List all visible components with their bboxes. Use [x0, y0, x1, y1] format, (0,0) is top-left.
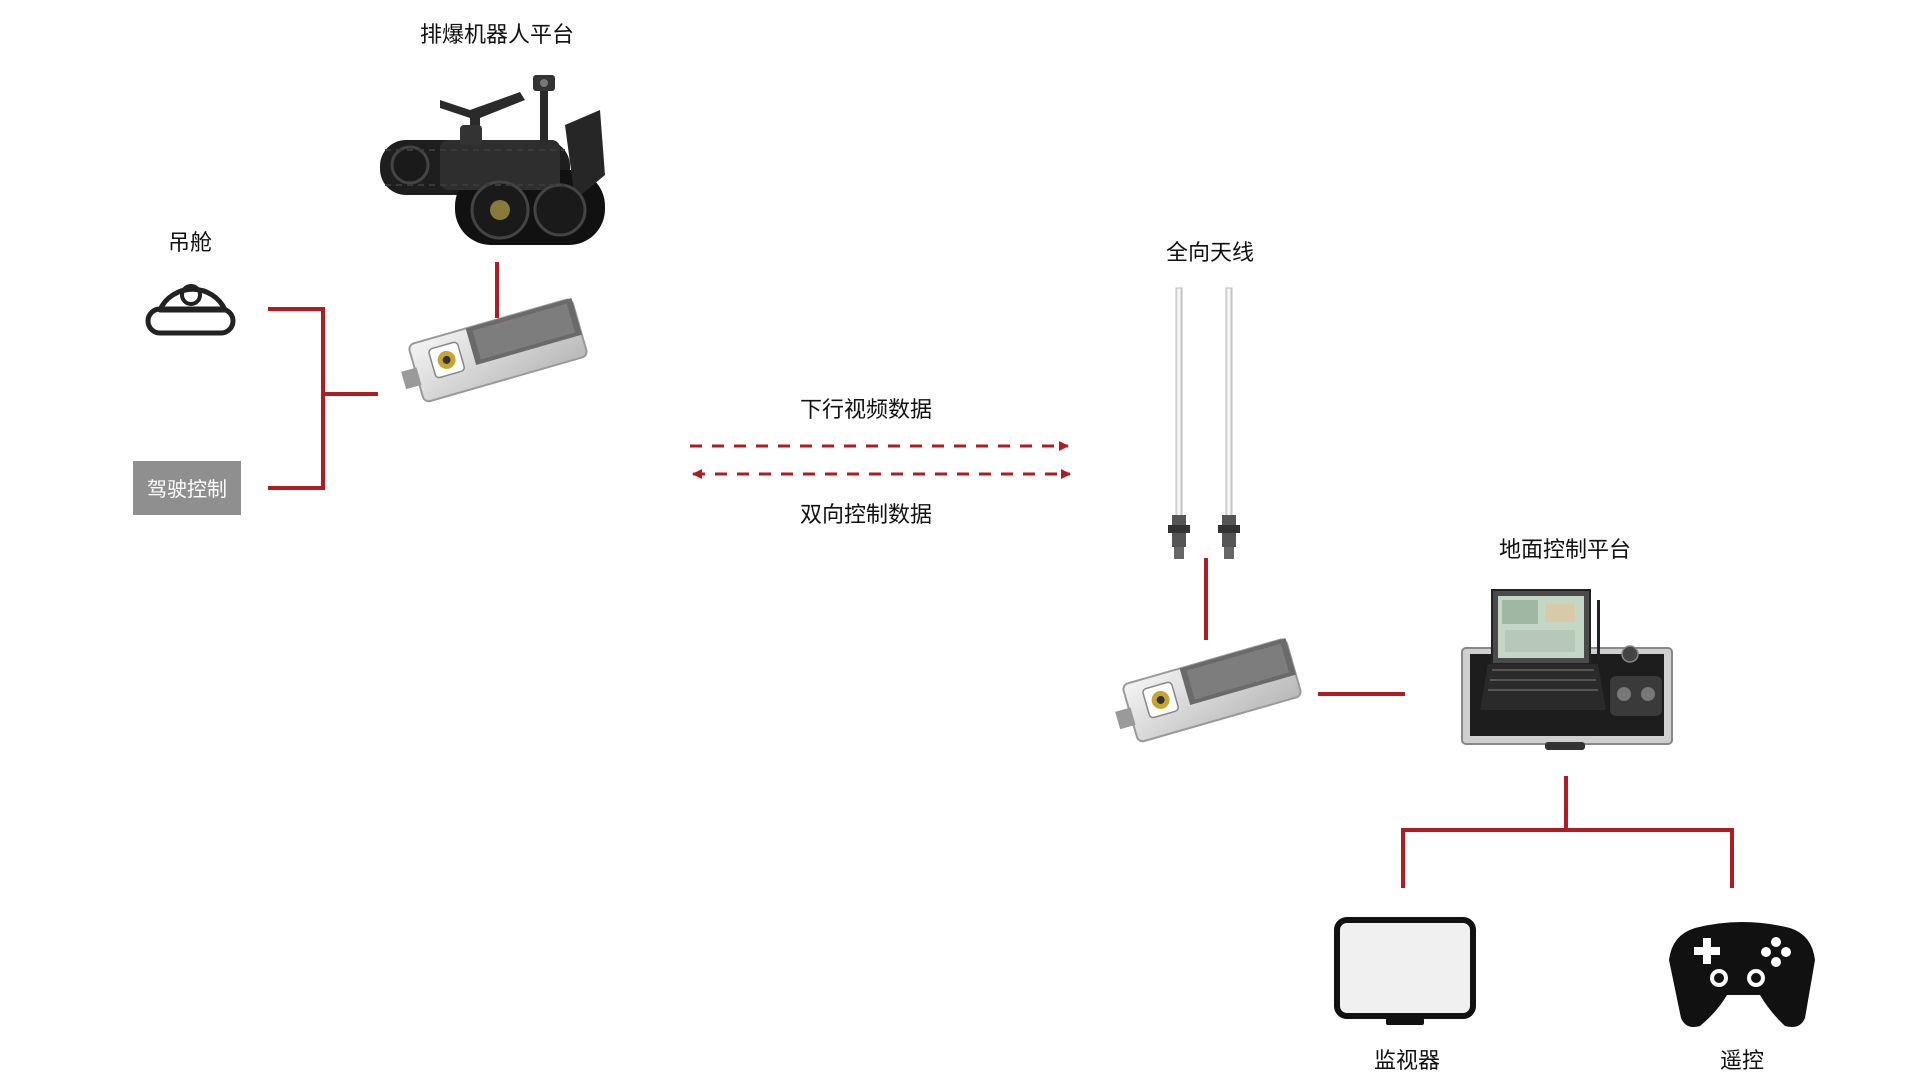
radio-module-icon	[401, 298, 588, 403]
drive-control-label: 驾驶控制	[147, 477, 227, 501]
omni-antenna-label: 全向天线	[1166, 241, 1254, 266]
monitor-label: 监视器	[1374, 1049, 1440, 1074]
bidirectional-control-label: 双向控制数据	[800, 503, 932, 528]
monitor-icon	[1334, 917, 1476, 1025]
dome-camera-icon	[145, 284, 236, 336]
antenna-icon	[1218, 287, 1240, 559]
gimbal-label: 吊舱	[168, 231, 212, 256]
radio-module-icon	[1115, 638, 1302, 743]
remote-control-label: 遥控	[1720, 1049, 1764, 1074]
rugged-laptop-case-icon	[1461, 589, 1673, 750]
ground-control-platform-label: 地面控制平台	[1499, 538, 1631, 563]
robot-platform-label: 排爆机器人平台	[420, 23, 574, 48]
antenna-icon	[1168, 287, 1190, 559]
downlink-video-label: 下行视频数据	[800, 398, 932, 423]
drive-control-box[interactable]	[133, 461, 241, 515]
drive-control-button[interactable]: 驾驶控制	[133, 461, 241, 515]
tracked-robot-icon	[380, 75, 605, 245]
left-bracket-connector	[268, 307, 378, 490]
tree-connector	[1401, 776, 1734, 888]
gamepad-icon	[1669, 922, 1815, 1027]
